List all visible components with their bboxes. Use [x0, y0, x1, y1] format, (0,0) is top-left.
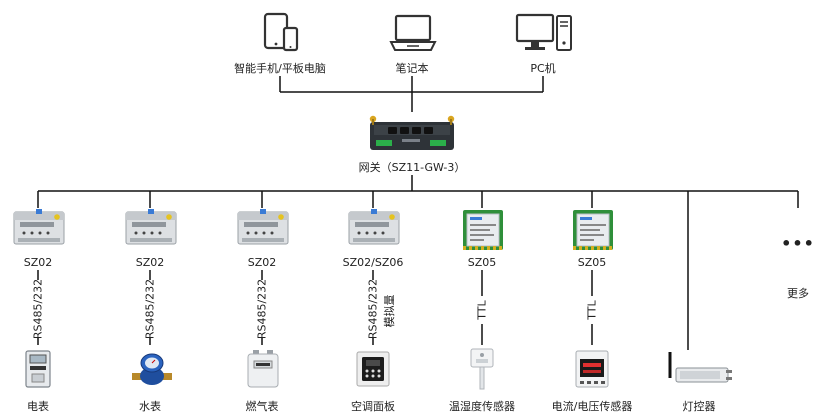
light-controller-icon — [664, 348, 736, 390]
device-label: 温湿度传感器 — [449, 400, 515, 413]
module-label: SZ05 — [577, 256, 607, 269]
client-label-pc: PC机 — [530, 62, 556, 75]
more-dots: ••• — [781, 234, 815, 253]
module-label: SZ02 — [247, 256, 277, 269]
link-label: TTL — [475, 300, 489, 320]
water-meter-icon — [130, 349, 174, 389]
electric-meter-icon — [24, 349, 52, 389]
link-label: RS485/232 — [366, 278, 380, 340]
module-label: SZ02 — [135, 256, 165, 269]
module-label: SZ05 — [467, 256, 497, 269]
gateway-label: 网关（SZ11-GW-3） — [358, 161, 466, 174]
module-din-rail — [236, 208, 290, 250]
module-din-rail — [12, 208, 66, 250]
gateway-router-icon — [366, 110, 458, 156]
current-voltage-sensor-icon — [574, 349, 610, 389]
laptop-icon — [389, 14, 437, 54]
client-label-laptop: 笔记本 — [395, 62, 429, 75]
ac-panel-icon — [356, 351, 390, 387]
module-zigbee-board — [571, 208, 615, 252]
link-label: RS485/232 — [31, 278, 45, 340]
device-label: 灯控器 — [682, 400, 716, 413]
link-label: TTL — [585, 300, 599, 320]
more-label: 更多 — [787, 287, 809, 300]
module-din-rail — [347, 208, 401, 250]
module-label: SZ02 — [23, 256, 53, 269]
link-extra-label: 模拟量 — [383, 294, 396, 328]
device-label: 电表 — [27, 400, 49, 413]
client-label-mobile: 智能手机/平板电脑 — [234, 62, 326, 75]
device-label: 燃气表 — [245, 400, 279, 413]
link-label: RS485/232 — [143, 278, 157, 340]
desktop-pc-icon — [515, 12, 575, 54]
temp-humidity-sensor-icon — [468, 347, 496, 391]
phone-tablet-icon — [262, 12, 300, 54]
device-label: 空调面板 — [351, 400, 395, 413]
gas-meter-icon — [246, 349, 280, 389]
module-label: SZ02/SZ06 — [342, 256, 404, 269]
device-label: 电流/电压传感器 — [551, 400, 633, 413]
device-label: 水表 — [139, 400, 161, 413]
link-label: RS485/232 — [255, 278, 269, 340]
module-zigbee-board — [461, 208, 505, 252]
module-din-rail — [124, 208, 178, 250]
